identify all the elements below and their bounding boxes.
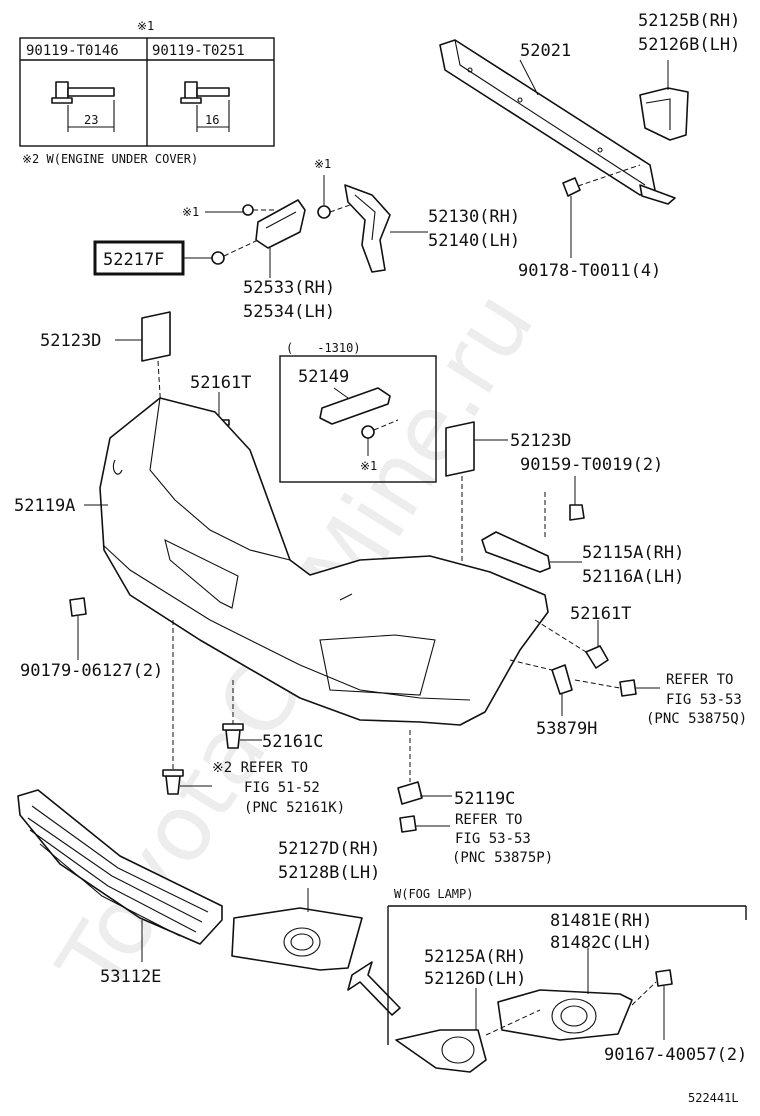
label-53112e: 53112E <box>100 967 161 987</box>
bolt-table-dim-2: 16 <box>205 113 219 127</box>
label-ref-52161k-3: (PNC 52161K) <box>244 800 345 816</box>
label-52534: 52534(LH) <box>243 302 335 322</box>
engine-cover-note: ※2 W(ENGINE UNDER COVER) <box>22 152 198 166</box>
label-ref-52161k-2: FIG 51-52 <box>244 780 320 796</box>
label-52126b: 52126B(LH) <box>638 35 740 55</box>
label-52127d: 52127D(RH) <box>278 839 380 859</box>
label-ref-53875p-3: (PNC 53875P) <box>452 850 553 866</box>
label-52115a: 52115A(RH) <box>582 543 684 563</box>
label-mark1-b: ※1 <box>182 205 199 219</box>
figure-code: 522441L <box>688 1091 739 1105</box>
bracket-52533 <box>255 199 306 249</box>
label-52116a: 52116A(LH) <box>582 567 684 587</box>
label-52140: 52140(LH) <box>428 231 520 251</box>
label-52119a: 52119A <box>14 496 75 516</box>
label-52123d-right: 52123D <box>510 431 571 451</box>
inset-52149: ( -1310) 52149 ※1 <box>279 341 437 483</box>
bolt-mark1-icon <box>317 205 331 219</box>
bumper-reinforcement <box>439 39 676 205</box>
bolt-table: ※1 90119-T0146 90119-T0251 23 16 <box>19 19 275 147</box>
label-52123d-left: 52123D <box>40 331 101 351</box>
label-90159: 90159-T0019(2) <box>520 455 663 475</box>
label-52217f: 52217F <box>103 250 164 270</box>
label-52021: 52021 <box>520 41 571 61</box>
label-ref-53875q-3: (PNC 53875Q) <box>646 711 747 727</box>
label-52130: 52130(RH) <box>428 207 520 227</box>
label-81482c: 81482C(LH) <box>550 933 652 953</box>
label-52125a: 52125A(RH) <box>424 947 526 967</box>
label-90167: 90167-40057(2) <box>604 1045 747 1065</box>
bumper-cover-52119a <box>99 397 549 726</box>
label-52533: 52533(RH) <box>243 278 335 298</box>
clip-52161k-icon <box>162 769 184 795</box>
bolt-mark1-b-icon <box>242 204 254 216</box>
label-ref-52161k-1: ※2 REFER TO <box>212 760 308 776</box>
nut-53875q-icon <box>619 679 637 697</box>
clip-52119c-icon <box>397 781 423 805</box>
label-mark1-c: ※1 <box>360 459 377 473</box>
lower-grille-53112e <box>17 789 223 945</box>
direction-arrow-icon <box>347 961 401 1016</box>
retainer-52115a <box>481 531 551 573</box>
clip-53875p-icon <box>399 815 417 833</box>
nut-90179-icon <box>69 597 87 617</box>
bracket-52125b <box>639 87 689 141</box>
label-52126d: 52126D(LH) <box>424 969 526 989</box>
bolt-52217f-icon <box>211 251 225 265</box>
label-ref-53875p-2: FIG 53-53 <box>455 831 531 847</box>
label-52128b: 52128B(LH) <box>278 863 380 883</box>
bolt-table-part-2: 90119-T0251 <box>152 43 245 59</box>
bolt-table-mark: ※1 <box>137 19 154 33</box>
clip-52161c-icon <box>222 723 244 749</box>
screw-90167-icon <box>655 969 673 987</box>
label-90179: 90179-06127(2) <box>20 661 163 681</box>
label-53879h: 53879H <box>536 719 597 739</box>
label-52149: 52149 <box>298 367 349 387</box>
fog-bezel-52125a <box>395 1029 487 1073</box>
bolt-mark1-c-icon <box>361 425 375 439</box>
label-ref-53875p-1: REFER TO <box>455 812 522 828</box>
label-52161c: 52161C <box>262 732 323 752</box>
flange-bolt-short-icon <box>180 81 230 132</box>
tape-52123d-left <box>141 311 171 362</box>
label-52119c: 52119C <box>454 789 515 809</box>
flange-bolt-long-icon <box>51 81 115 132</box>
bolt-table-dim-1: 23 <box>84 113 98 127</box>
label-inset-range: ( -1310) <box>286 341 361 355</box>
fog-cover-52127d <box>231 907 363 971</box>
support-52130 <box>344 184 391 273</box>
label-52161t-right: 52161T <box>570 604 631 624</box>
label-81481e: 81481E(RH) <box>550 911 652 931</box>
fog-lamp-note: W(FOG LAMP) <box>394 887 473 901</box>
retainer-52149 <box>319 387 391 425</box>
label-mark1-a: ※1 <box>314 157 331 171</box>
clip-52161t-right-icon <box>585 645 609 669</box>
label-90178: 90178-T0011(4) <box>518 261 661 281</box>
bolt-90178-icon <box>562 164 641 197</box>
bolt-90159-icon <box>569 504 585 521</box>
bolt-table-part-1: 90119-T0146 <box>26 43 119 59</box>
bracket-53879h <box>551 664 573 695</box>
fog-lamp-81481e <box>497 989 633 1041</box>
highlight-box-52217f <box>93 240 185 276</box>
label-52125b: 52125B(RH) <box>638 11 740 31</box>
label-ref-53875q-1: REFER TO <box>666 672 733 688</box>
label-52161t-top: 52161T <box>190 373 251 393</box>
label-ref-53875q-2: FIG 53-53 <box>666 692 742 708</box>
tape-52123d-right <box>445 421 475 477</box>
